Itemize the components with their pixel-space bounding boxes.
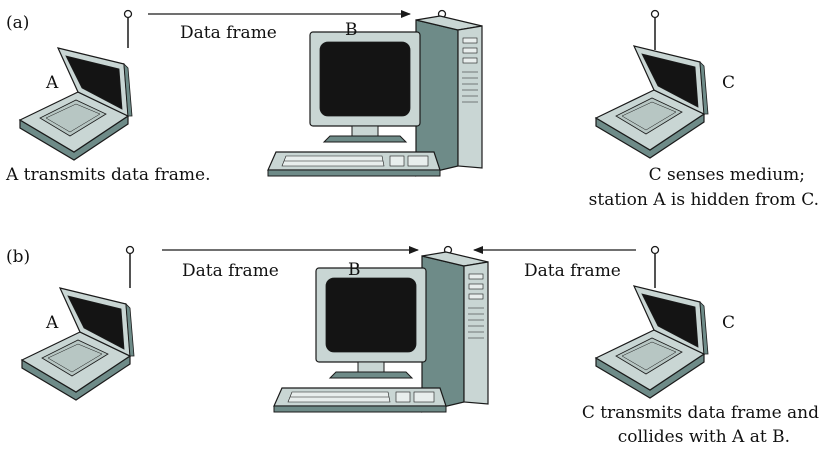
caption-a-right-line2: station A is hidden from C. bbox=[589, 190, 819, 210]
caption-a-left: A transmits data frame. bbox=[5, 165, 211, 185]
antenna-tip-c bbox=[650, 245, 660, 255]
panel-b: (b) A B C Data frame Data frame C transm… bbox=[6, 245, 819, 447]
desktop-b bbox=[273, 251, 489, 413]
frame-label-c: Data frame bbox=[524, 261, 621, 281]
antenna-tip-c bbox=[650, 9, 660, 19]
caption-a-right-line1: C senses medium; bbox=[649, 165, 805, 185]
laptop-c bbox=[595, 45, 709, 159]
station-b-label: B bbox=[345, 20, 358, 40]
frame-label-a: Data frame bbox=[182, 261, 279, 281]
frame-label-a: Data frame bbox=[180, 23, 277, 43]
station-c-label: C bbox=[722, 73, 735, 93]
station-a-label: A bbox=[45, 73, 59, 93]
panel-a: (a) A B C Data frame A transmits data fr… bbox=[5, 9, 819, 210]
antenna-tip-a bbox=[123, 9, 133, 19]
station-b-label: B bbox=[348, 260, 361, 280]
caption-b-right-line2: collides with A at B. bbox=[618, 427, 790, 447]
station-c-label: C bbox=[722, 313, 735, 333]
panel-a-tag: (a) bbox=[6, 13, 29, 33]
caption-b-right-line1: C transmits data frame and bbox=[582, 403, 819, 423]
station-a-label: A bbox=[45, 313, 59, 333]
antenna-tip-a bbox=[125, 245, 135, 255]
desktop-b bbox=[267, 15, 483, 177]
panel-b-tag: (b) bbox=[6, 247, 30, 267]
laptop-c bbox=[595, 285, 709, 399]
laptop-a bbox=[21, 287, 135, 401]
laptop-a bbox=[19, 47, 133, 161]
